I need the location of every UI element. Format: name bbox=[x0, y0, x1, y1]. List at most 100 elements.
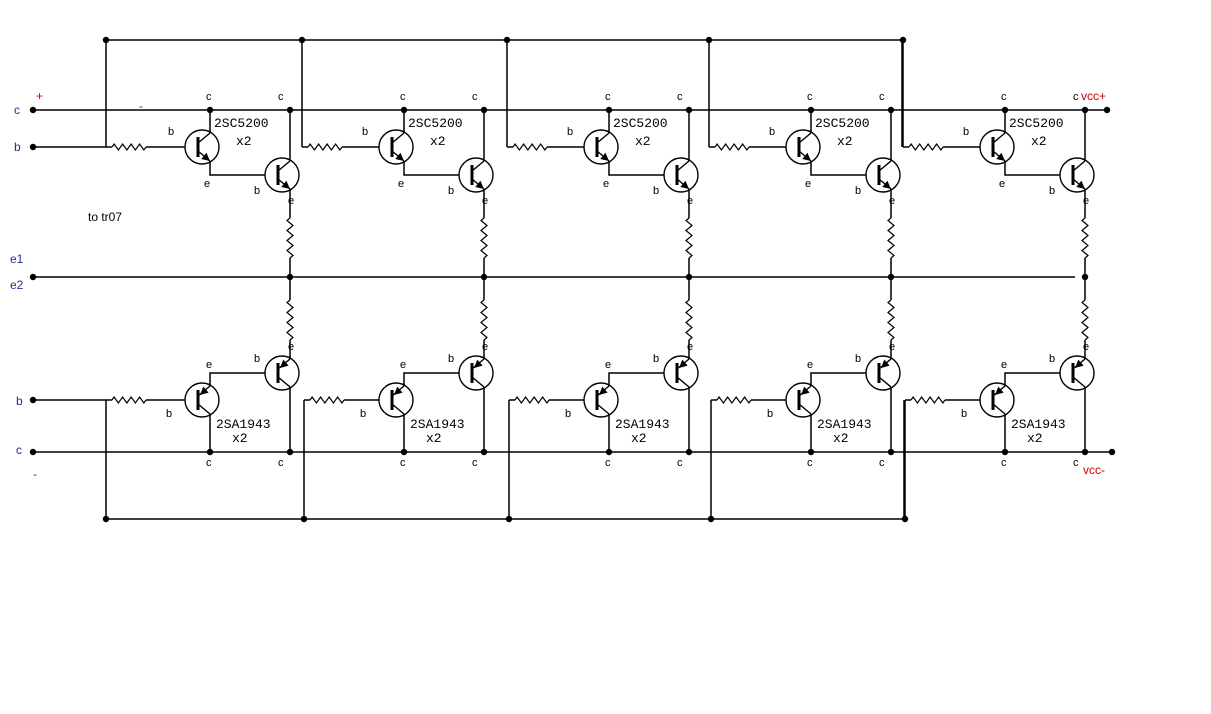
transistor-output-pnp-1-body bbox=[264, 355, 300, 391]
transistor-driver-pnp-1-emitter-arrow bbox=[200, 386, 209, 395]
qty-label-bottom-1: x2 bbox=[232, 431, 248, 446]
resistor-base-bottom-2 bbox=[309, 395, 345, 405]
resistor-base-top-1 bbox=[111, 142, 147, 152]
terminal-label-vcc-minus: vcc- bbox=[1083, 463, 1105, 477]
node-emitter-bus-2 bbox=[480, 273, 488, 281]
pin-b-driver-bottom-3: b bbox=[565, 408, 571, 420]
pin-b-driver-bottom-5: b bbox=[961, 408, 967, 420]
node-drive-bottom-5 bbox=[901, 515, 909, 523]
node-driver-collector-bottom-2 bbox=[400, 448, 408, 456]
node-drive-top-1 bbox=[102, 36, 110, 44]
transistor-output-npn-2-collector-lead bbox=[471, 160, 485, 172]
transistor-driver-pnp-5-body bbox=[979, 382, 1015, 418]
junction-nodes bbox=[29, 36, 1116, 523]
pin-e-driver-bottom-4: e bbox=[807, 359, 813, 371]
qty-label-top-1: x2 bbox=[236, 134, 252, 149]
transistor-output-pnp-3-collector-lead bbox=[676, 376, 690, 388]
terminal-label-b-top: b bbox=[14, 140, 21, 154]
pin-c-driver-top-1: c bbox=[206, 91, 212, 103]
node-driver-collector-top-4 bbox=[807, 106, 815, 114]
transistor-driver-npn-3-emitter-arrow bbox=[600, 152, 609, 161]
transistor-driver-pnp-5-emitter-arrow bbox=[995, 386, 1004, 395]
transistor-driver-pnp-4-emitter-arrow bbox=[801, 386, 810, 395]
pin-c-output-bottom-5: c bbox=[1073, 457, 1079, 469]
transistor-output-pnp-5-emitter-arrow bbox=[1075, 359, 1084, 368]
resistor-emitter-top-3 bbox=[685, 217, 693, 259]
qty-label-top-2: x2 bbox=[430, 134, 446, 149]
node-output-collector-top-2 bbox=[480, 106, 488, 114]
transistor-driver-npn-4-body bbox=[785, 129, 821, 165]
pin-e-output-top-3: e bbox=[687, 195, 693, 207]
transistor-output-npn-3-emitter-arrow bbox=[680, 180, 689, 189]
pin-c-output-bottom-2: c bbox=[472, 457, 478, 469]
transistor-driver-npn-3-body bbox=[583, 129, 619, 165]
terminal-label-b-bottom: b bbox=[16, 394, 23, 408]
transistor-driver-npn-1-body bbox=[184, 129, 220, 165]
wire-driver-emitter-bottom-5 bbox=[1004, 372, 1060, 386]
resistor-emitter-top-5 bbox=[1081, 217, 1089, 259]
transistor-driver-pnp-2-collector-lead bbox=[391, 403, 405, 415]
terminal-label-plus: + bbox=[36, 89, 43, 103]
pin-c-driver-top-3: c bbox=[605, 91, 611, 103]
node-output-collector-bottom-5 bbox=[1081, 448, 1089, 456]
pin-e-output-top-1: e bbox=[288, 195, 294, 207]
qty-label-top-5: x2 bbox=[1031, 134, 1047, 149]
node-terminal-b-bottom bbox=[29, 396, 37, 404]
transistor-output-pnp-4-collector-lead bbox=[878, 376, 892, 388]
node-vcc-minus bbox=[1108, 448, 1116, 456]
transistor-driver-npn-5-body bbox=[979, 129, 1015, 165]
transistor-output-npn-2-body bbox=[458, 157, 494, 193]
node-emitter-bus-5 bbox=[1081, 273, 1089, 281]
transistor-driver-npn-4-collector-lead bbox=[798, 132, 812, 144]
part-label-bottom-3: 2SA1943 bbox=[615, 417, 670, 432]
qty-label-top-3: x2 bbox=[635, 134, 651, 149]
node-driver-collector-bottom-5 bbox=[1001, 448, 1009, 456]
transistor-driver-npn-2-emitter-arrow bbox=[395, 152, 404, 161]
resistor-emitter-bottom-4 bbox=[887, 299, 895, 341]
transistor-driver-pnp-1-body bbox=[184, 382, 220, 418]
transistor-output-pnp-4-body bbox=[865, 355, 901, 391]
labels: c b e1 e2 b c + - - vcc+ vcc- to tr07 bc… bbox=[10, 89, 1106, 481]
pin-b-output-bottom-3: b bbox=[653, 353, 659, 365]
pin-c-output-top-5: c bbox=[1073, 91, 1079, 103]
transistor-driver-npn-5-collector-lead bbox=[992, 132, 1006, 144]
node-driver-collector-bottom-1 bbox=[206, 448, 214, 456]
pin-e-driver-top-2: e bbox=[398, 178, 404, 190]
wire-driver-emitter-top-4 bbox=[810, 161, 866, 176]
pin-c-output-bottom-3: c bbox=[677, 457, 683, 469]
terminal-label-c-bottom: c bbox=[16, 443, 22, 457]
pin-c-driver-bottom-2: c bbox=[400, 457, 406, 469]
pin-c-output-top-1: c bbox=[278, 91, 284, 103]
transistor-output-npn-5-collector-lead bbox=[1072, 160, 1086, 172]
resistor-base-top-2 bbox=[307, 142, 343, 152]
pin-c-output-top-3: c bbox=[677, 91, 683, 103]
node-drive-top-5 bbox=[899, 36, 907, 44]
transistor-output-npn-1-body bbox=[264, 157, 300, 193]
wire-driver-emitter-bottom-1 bbox=[209, 372, 265, 386]
part-label-bottom-5: 2SA1943 bbox=[1011, 417, 1066, 432]
pin-b-driver-bottom-1: b bbox=[166, 408, 172, 420]
wire-driver-emitter-bottom-3 bbox=[608, 372, 664, 386]
part-label-top-1: 2SC5200 bbox=[214, 116, 269, 131]
node-drive-bottom-3 bbox=[505, 515, 513, 523]
node-output-collector-top-3 bbox=[685, 106, 693, 114]
resistor-emitter-bottom-2 bbox=[480, 299, 488, 341]
node-emitter-bus-1 bbox=[286, 273, 294, 281]
pin-e-driver-top-1: e bbox=[204, 178, 210, 190]
qty-label-bottom-3: x2 bbox=[631, 431, 647, 446]
wire-driver-emitter-bottom-2 bbox=[403, 372, 459, 386]
pin-b-driver-bottom-4: b bbox=[767, 408, 773, 420]
node-driver-collector-bottom-3 bbox=[605, 448, 613, 456]
pin-e-output-top-2: e bbox=[482, 195, 488, 207]
resistor-emitter-bottom-3 bbox=[685, 299, 693, 341]
pin-c-driver-bottom-3: c bbox=[605, 457, 611, 469]
part-label-top-4: 2SC5200 bbox=[815, 116, 870, 131]
wire-driver-emitter-top-1 bbox=[209, 161, 265, 176]
terminal-label-c-top: c bbox=[14, 103, 20, 117]
transistor-driver-npn-4-emitter-arrow bbox=[802, 152, 811, 161]
terminal-label-vcc-plus: vcc+ bbox=[1081, 89, 1106, 103]
resistor-base-top-4 bbox=[714, 142, 750, 152]
resistor-emitter-bottom-1 bbox=[286, 299, 294, 341]
pin-c-output-top-4: c bbox=[879, 91, 885, 103]
pin-b-driver-top-2: b bbox=[362, 126, 368, 138]
